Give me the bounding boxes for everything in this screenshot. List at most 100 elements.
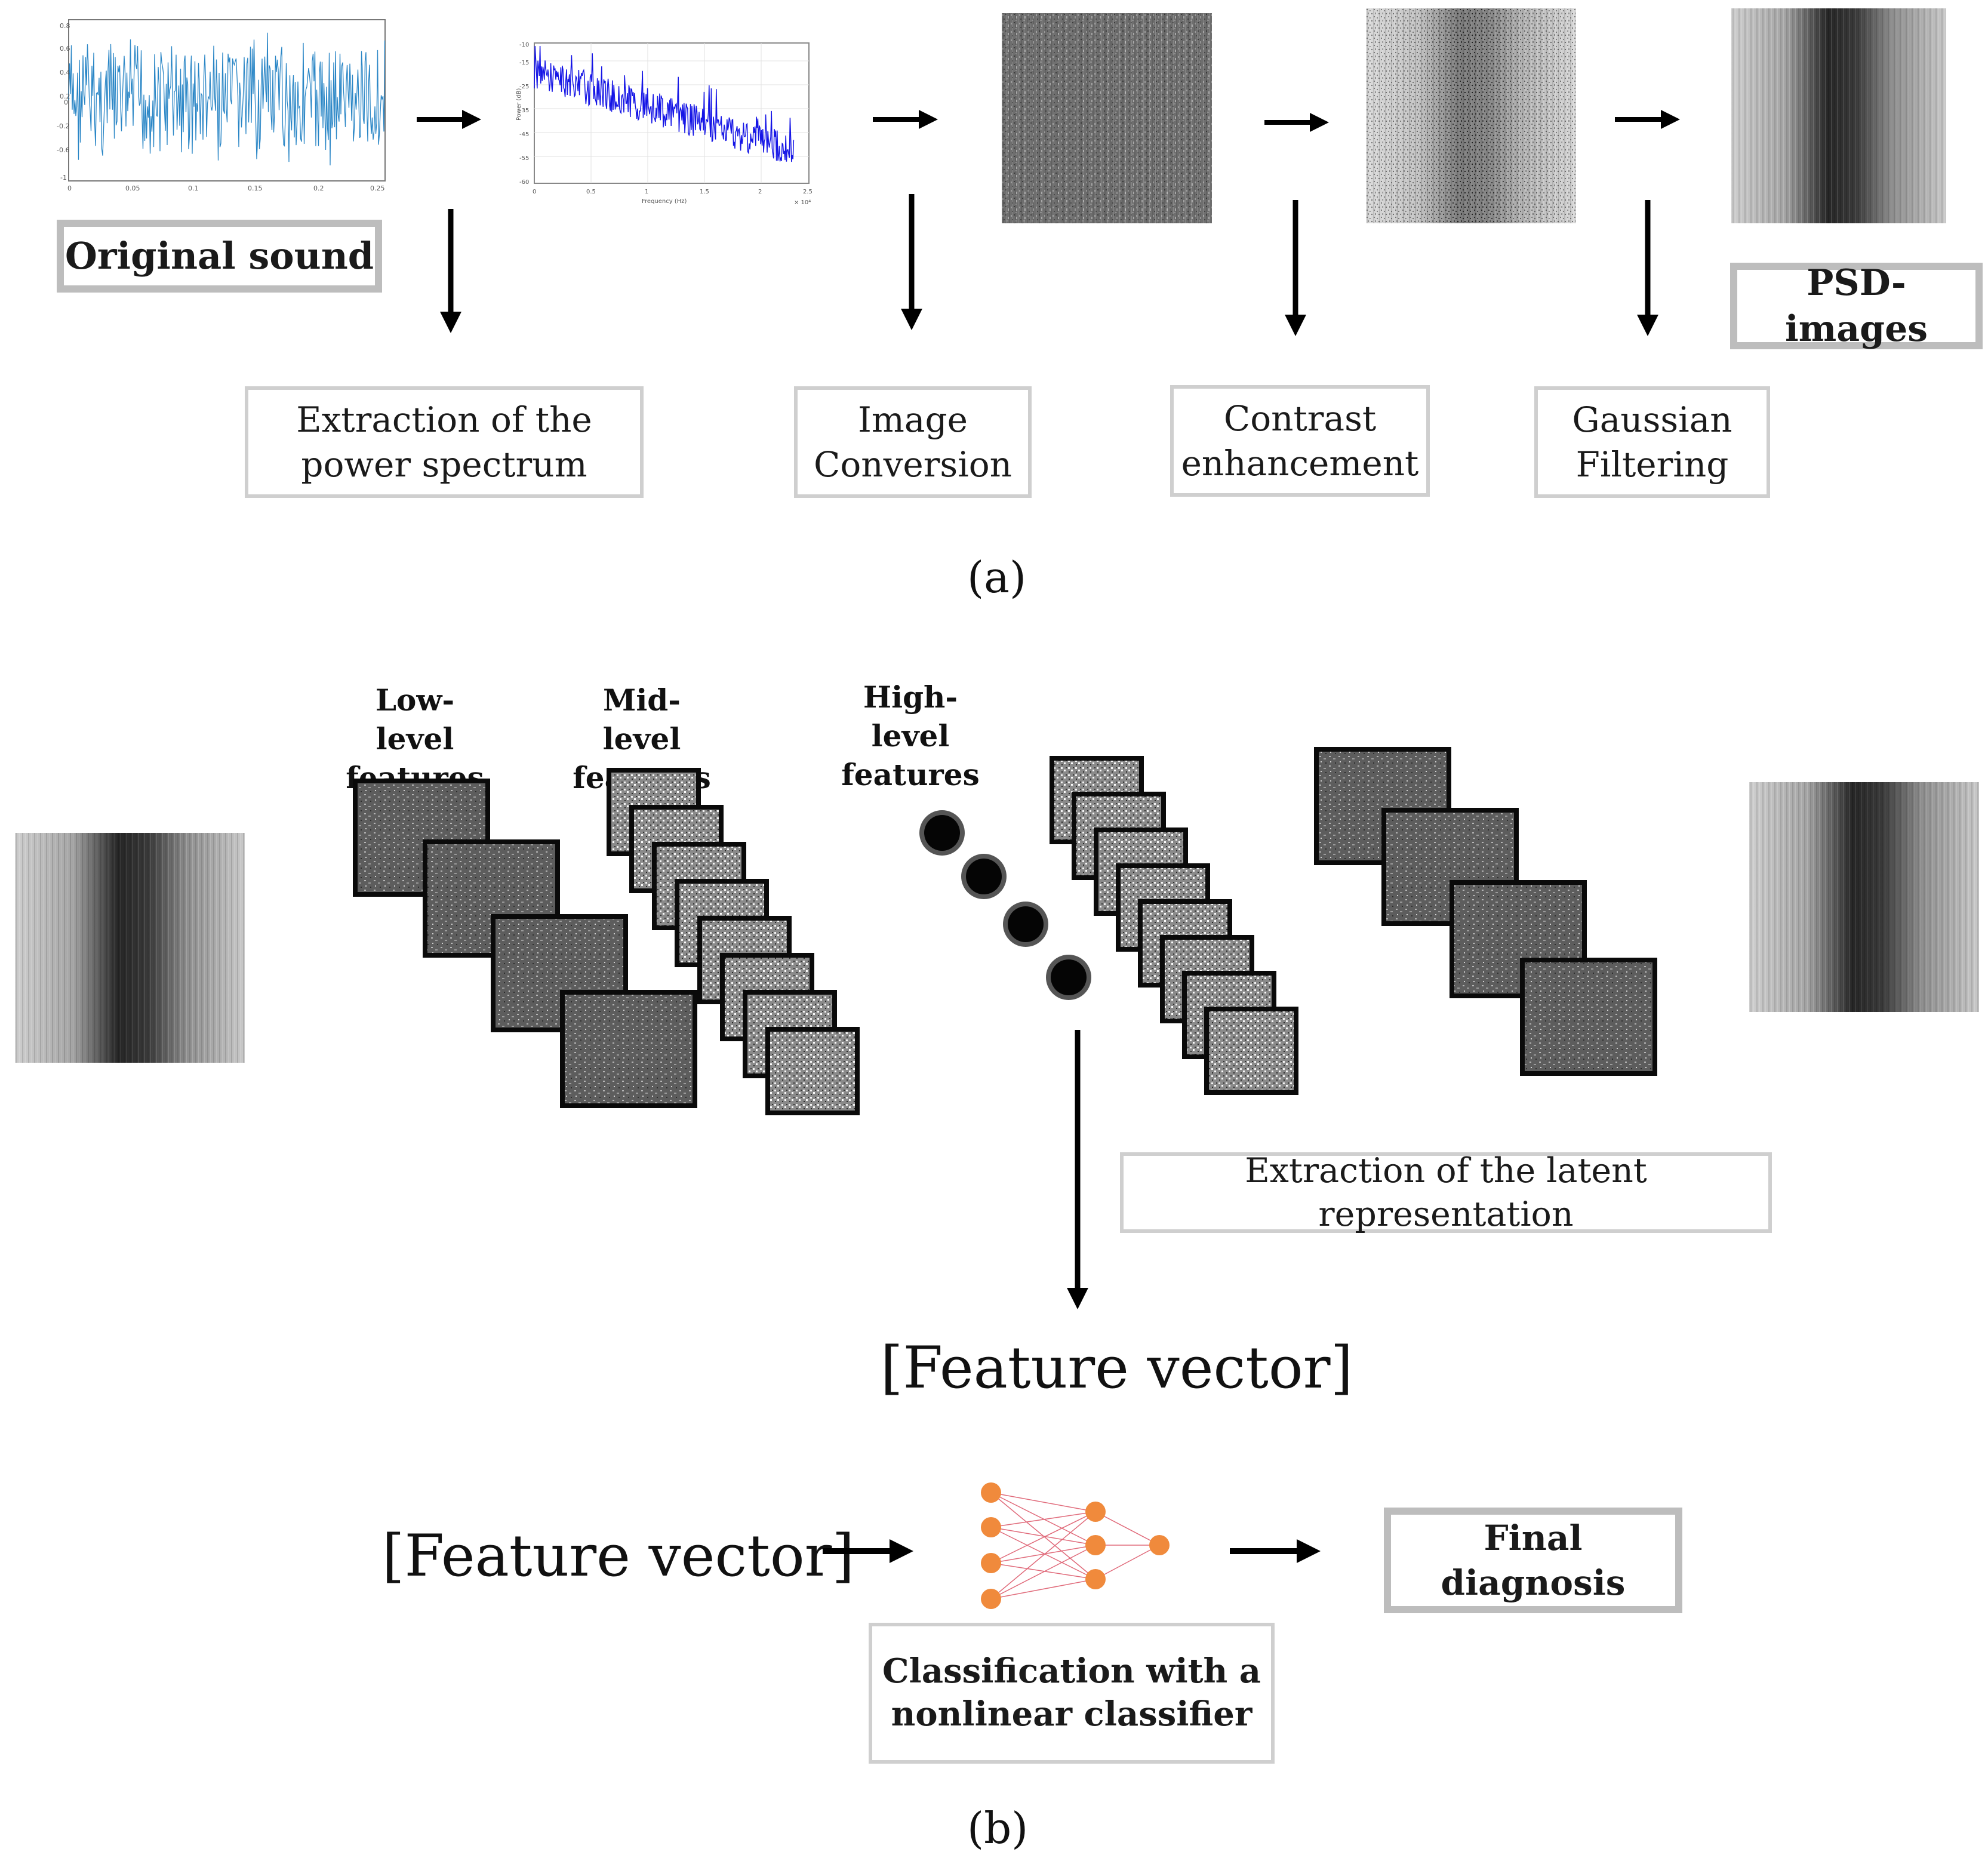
mid-level-feature-map	[765, 1027, 860, 1115]
svg-text:-1: -1	[60, 174, 67, 182]
power-spectrum-line2: power spectrum	[301, 444, 587, 485]
power-spectrum-step: Extraction of the power spectrum	[245, 386, 644, 498]
nn-link	[1095, 1511, 1160, 1546]
input-psd-image	[15, 833, 245, 1063]
latent-text: Extraction of the latent representation	[1245, 1151, 1647, 1234]
nn-link	[990, 1579, 1096, 1599]
reconstructed-psd-image	[1749, 782, 1979, 1012]
nn-link	[990, 1527, 1096, 1546]
svg-text:-60: -60	[519, 179, 529, 186]
image-conversion-step: Image Conversion	[794, 386, 1032, 498]
svg-text:0.2: 0.2	[313, 184, 324, 192]
svg-text:0.6: 0.6	[60, 45, 70, 53]
high-level-features-label: High-level features	[830, 678, 991, 794]
classifier-line2: nonlinear classifier	[891, 1694, 1252, 1734]
nn-link	[1095, 1545, 1160, 1580]
svg-text:Frequency (Hz): Frequency (Hz)	[642, 198, 687, 205]
classifier-step: Classification with a nonlinear classifi…	[869, 1623, 1275, 1764]
nn-link	[990, 1545, 1096, 1599]
svg-text:-0.2: -0.2	[57, 122, 69, 130]
nn-link	[990, 1562, 1096, 1580]
nn-neuron	[981, 1482, 1001, 1503]
svg-text:× 10⁴: × 10⁴	[794, 199, 811, 206]
svg-text:-10: -10	[519, 42, 529, 48]
final-diagnosis-text: Final diagnosis	[1441, 1518, 1626, 1603]
feature-vector-left: [Feature vector]	[382, 1522, 855, 1589]
waveform-trace	[68, 32, 386, 166]
svg-text:-15: -15	[519, 60, 529, 66]
psd-images-label: PSD-images	[1730, 262, 1983, 350]
neural-network-icon	[981, 1482, 1170, 1609]
nn-link	[990, 1511, 1096, 1528]
svg-text:2.5: 2.5	[803, 189, 813, 195]
svg-text:0.4: 0.4	[60, 69, 70, 76]
latent-dot-core	[1008, 906, 1044, 942]
high-level-line1: High-level	[863, 679, 958, 753]
contrast-enhanced-image	[1366, 8, 1576, 223]
svg-text:0.5: 0.5	[586, 189, 596, 195]
decoder-feature-map	[1204, 1007, 1298, 1095]
svg-text:1.5: 1.5	[700, 189, 709, 195]
svg-text:Power (dB): Power (dB)	[516, 88, 522, 121]
nn-neuron	[1085, 1535, 1106, 1555]
original-sound-text: Original sound	[64, 234, 374, 278]
svg-text:0.25: 0.25	[370, 184, 385, 192]
svg-text:0: 0	[67, 184, 72, 192]
svg-text:0.15: 0.15	[248, 184, 263, 192]
nn-neuron	[981, 1589, 1001, 1609]
nn-neuron	[1085, 1569, 1106, 1589]
svg-text:0: 0	[64, 99, 68, 106]
contrast-enhancement-step: Contrast enhancement	[1170, 385, 1430, 497]
svg-text:0.1: 0.1	[188, 184, 199, 192]
feature-vector-center: [Feature vector]	[881, 1334, 1353, 1401]
original-sound-label: Original sound	[57, 220, 382, 293]
svg-text:2: 2	[758, 189, 762, 195]
svg-text:-0.6: -0.6	[57, 146, 69, 154]
svg-text:-55: -55	[519, 155, 529, 162]
latent-dot-core	[924, 815, 960, 851]
converted-image	[1002, 13, 1212, 223]
power-spectrum-line1: Extraction of the	[296, 399, 592, 441]
svg-text:1: 1	[645, 189, 648, 195]
nn-link	[990, 1511, 1096, 1564]
svg-text:0: 0	[533, 189, 536, 195]
svg-text:-35: -35	[519, 107, 529, 114]
low-level-feature-map	[560, 990, 697, 1108]
nn-link	[990, 1492, 1096, 1546]
svg-text:0.05: 0.05	[125, 184, 140, 192]
caption-a: (a)	[967, 552, 1027, 602]
nn-neuron	[981, 1517, 1001, 1537]
nn-link	[990, 1511, 1096, 1599]
nn-link	[990, 1527, 1096, 1580]
gaussian-filtering-step: Gaussian Filtering	[1534, 386, 1770, 498]
caption-b: (b)	[967, 1803, 1029, 1853]
svg-text:0.8: 0.8	[60, 22, 70, 30]
svg-text:0.2: 0.2	[60, 93, 70, 100]
image-conversion-line2: Conversion	[813, 444, 1013, 485]
svg-text:-45: -45	[519, 131, 529, 138]
psd-image-result	[1731, 8, 1946, 223]
latent-dot-core	[1051, 959, 1087, 995]
nn-link	[990, 1492, 1096, 1512]
classifier-line1: Classification with a	[882, 1651, 1261, 1691]
reconstruction-feature-map	[1520, 958, 1657, 1076]
spectrum-trace	[534, 45, 795, 162]
mid-level-line1: Mid-level	[602, 682, 681, 756]
gaussian-line1: Gaussian	[1572, 399, 1732, 441]
latent-representation-step: Extraction of the latent representation	[1120, 1151, 1772, 1234]
contrast-line2: enhancement	[1181, 442, 1419, 484]
latent-dot-core	[966, 859, 1002, 894]
contrast-line1: Contrast	[1223, 398, 1377, 439]
final-diagnosis-box: Final diagnosis	[1384, 1508, 1682, 1613]
nn-neuron	[981, 1553, 1001, 1573]
nn-neuron	[1149, 1535, 1170, 1555]
gaussian-line2: Filtering	[1575, 444, 1729, 485]
low-level-line1: Low-level	[375, 682, 455, 756]
psd-images-text: PSD-images	[1784, 262, 1928, 350]
